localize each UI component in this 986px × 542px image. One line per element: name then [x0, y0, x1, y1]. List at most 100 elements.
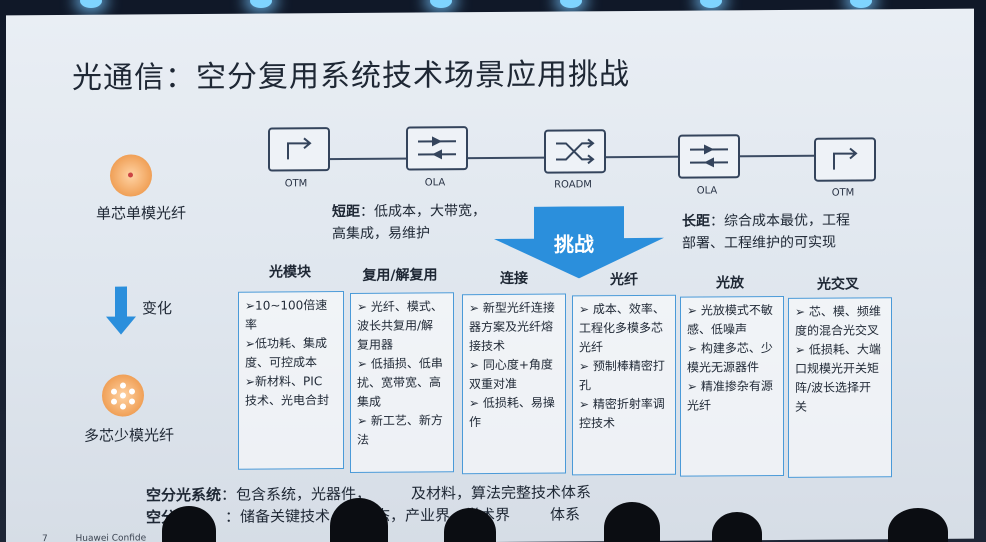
column-item: 控技术 — [579, 416, 616, 431]
audience-head — [444, 508, 496, 542]
summary-text-2c: 体系 — [550, 505, 581, 524]
audience-head — [712, 512, 762, 542]
column-item: ➢ 精密折射率调 — [579, 396, 665, 412]
column-item: ➢ 预制棒精密打 — [579, 358, 665, 374]
column-item: ➢ 新型光纤连接 — [469, 300, 555, 316]
column-item: ➢低功耗、集成 — [245, 336, 328, 351]
down-arrow-icon — [106, 286, 136, 335]
column-optical-cross-connect: ➢ 芯、模、频维 度的混合光交叉 ➢ 低损耗、大端 口规模光开关矩 阵/波长选择… — [788, 297, 892, 478]
column-item: ➢ 低损耗、易操 — [469, 395, 555, 411]
change-label: 变化 — [142, 299, 173, 318]
single-core-fiber-label: 单芯单模光纤 — [96, 204, 187, 223]
short-range-note: 短距：低成本，大带宽， 高集成，易维护 — [332, 200, 486, 245]
column-item: 模光无源器件 — [687, 360, 760, 375]
ola-node — [406, 126, 468, 171]
short-range-text-2: 高集成，易维护 — [332, 225, 430, 243]
column-item: 接技术 — [469, 338, 506, 354]
column-item: 阵/波长选择开 — [795, 380, 872, 395]
multi-core-fiber-label: 多芯少模光纤 — [84, 426, 175, 445]
column-heading: 光模块 — [269, 264, 311, 281]
column-heading: 连接 — [500, 270, 528, 287]
page-number: 7 — [42, 534, 48, 542]
column-item: ➢ 光放模式不敏 — [687, 303, 773, 318]
short-range-key: 短距 — [332, 203, 360, 221]
long-range-note: 长距：综合成本最优，工程 部署、工程维护的可实现 — [682, 209, 850, 254]
column-item: 波长共复用/解 — [357, 318, 434, 333]
column-item: 器方案及光纤熔 — [469, 319, 554, 335]
column-connection: ➢ 新型光纤连接 器方案及光纤熔 接技术 ➢ 同心度+角度 双重对准 ➢ 低损耗… — [462, 293, 566, 475]
presentation-slide: 光通信：空分复用系统技术场景应用挑战 OTM OLA ROADM — [6, 8, 974, 542]
node-label: OTM — [284, 178, 308, 190]
stage-light — [560, 0, 582, 8]
column-item: 度的混合光交叉 — [795, 323, 880, 338]
column-item: 作 — [469, 415, 482, 430]
column-item: 技术、光电合封 — [245, 393, 330, 408]
column-item: 扰、宽带宽、高 — [357, 375, 442, 390]
column-mux-demux: ➢ 光纤、模式、 波长共复用/解 复用器 ➢ 低插损、低串 扰、宽带宽、高 集成… — [350, 292, 454, 473]
column-item: ➢ 构建多芯、少 — [687, 341, 773, 356]
single-core-fiber-icon — [110, 154, 152, 197]
column-item: ➢ 芯、模、频维 — [795, 304, 881, 319]
ola-icon — [418, 136, 456, 160]
column-item: 工程化多模多芯 — [579, 320, 664, 336]
node-label: OLA — [424, 177, 446, 189]
stage-light — [80, 0, 102, 8]
summary-key-1: 空分光系统 — [146, 485, 222, 505]
long-range-text-2: 部署、工程维护的可实现 — [682, 234, 836, 252]
node-label: ROADM — [554, 179, 592, 191]
column-item: 口规模光开关矩 — [795, 361, 880, 376]
otm-node — [814, 137, 876, 182]
otm-icon — [287, 137, 312, 160]
column-heading: 复用/解复用 — [362, 267, 438, 284]
multi-core-fiber-icon — [102, 374, 144, 417]
column-item: ➢ 光纤、模式、 — [357, 299, 443, 314]
stage-light — [700, 0, 722, 8]
column-item: ➢ 同心度+角度 — [469, 357, 553, 373]
otm-icon — [833, 147, 858, 170]
column-item: 集成 — [357, 394, 382, 409]
column-item: ➢ 新工艺、新方 — [357, 413, 443, 428]
column-item: 孔 — [579, 378, 592, 393]
short-range-text: ：低成本，大带宽， — [360, 203, 486, 220]
column-item: 率 — [245, 317, 258, 332]
long-range-key: 长距 — [682, 213, 710, 230]
ola-node — [678, 134, 740, 179]
stage-light — [250, 0, 272, 8]
stage-light — [430, 0, 452, 8]
roadm-node — [544, 129, 606, 174]
summary-text-1b: 及材料，算法完整技术体系 — [411, 483, 592, 503]
roadm-icon — [556, 138, 595, 165]
stage-light — [850, 0, 872, 8]
column-item: ➢ 低插损、低串 — [357, 356, 443, 371]
column-item: 度、可控成本 — [245, 355, 318, 370]
column-item: 关 — [795, 399, 808, 414]
column-item: ➢新材料、PIC — [245, 374, 323, 389]
challenge-arrow-icon — [494, 206, 664, 279]
column-item: 光纤 — [687, 398, 712, 413]
column-item: 光纤 — [579, 340, 604, 355]
column-heading: 光纤 — [610, 271, 638, 289]
slide-title: 光通信：空分复用系统技术场景应用挑战 — [72, 57, 630, 96]
column-item: ➢ 低损耗、大端 — [795, 342, 881, 357]
column-item: 感、低噪声 — [687, 322, 748, 337]
audience-head — [604, 502, 660, 542]
audience-head — [888, 508, 948, 542]
column-item: ➢ 精准掺杂有源 — [687, 379, 773, 394]
column-heading: 光交叉 — [817, 276, 859, 293]
footer-text: Huawei Confide — [75, 533, 147, 542]
column-heading: 光放 — [716, 275, 744, 292]
column-item: 双重对准 — [469, 376, 518, 392]
column-item: ➢10~100倍速 — [245, 298, 328, 313]
slide-footer: 7 Huawei Confide — [42, 533, 146, 542]
column-fiber: ➢ 成本、效率、 工程化多模多芯 光纤 ➢ 预制棒精密打 孔 ➢ 精密折射率调 … — [572, 294, 676, 476]
otm-node — [268, 127, 330, 172]
summary-text-2: ：储备关键技术、 — [225, 507, 346, 526]
column-item: 法 — [357, 432, 370, 447]
ola-icon — [690, 144, 728, 168]
audience-head — [330, 498, 388, 542]
column-optical-amplifier: ➢ 光放模式不敏 感、低噪声 ➢ 构建多芯、少 模光无源器件 ➢ 精准掺杂有源 … — [680, 295, 784, 477]
column-optical-module: ➢10~100倍速 率 ➢低功耗、集成 度、可控成本 ➢新材料、PIC 技术、光… — [238, 291, 344, 470]
node-label: OLA — [696, 185, 718, 197]
node-label: OTM — [831, 187, 855, 199]
